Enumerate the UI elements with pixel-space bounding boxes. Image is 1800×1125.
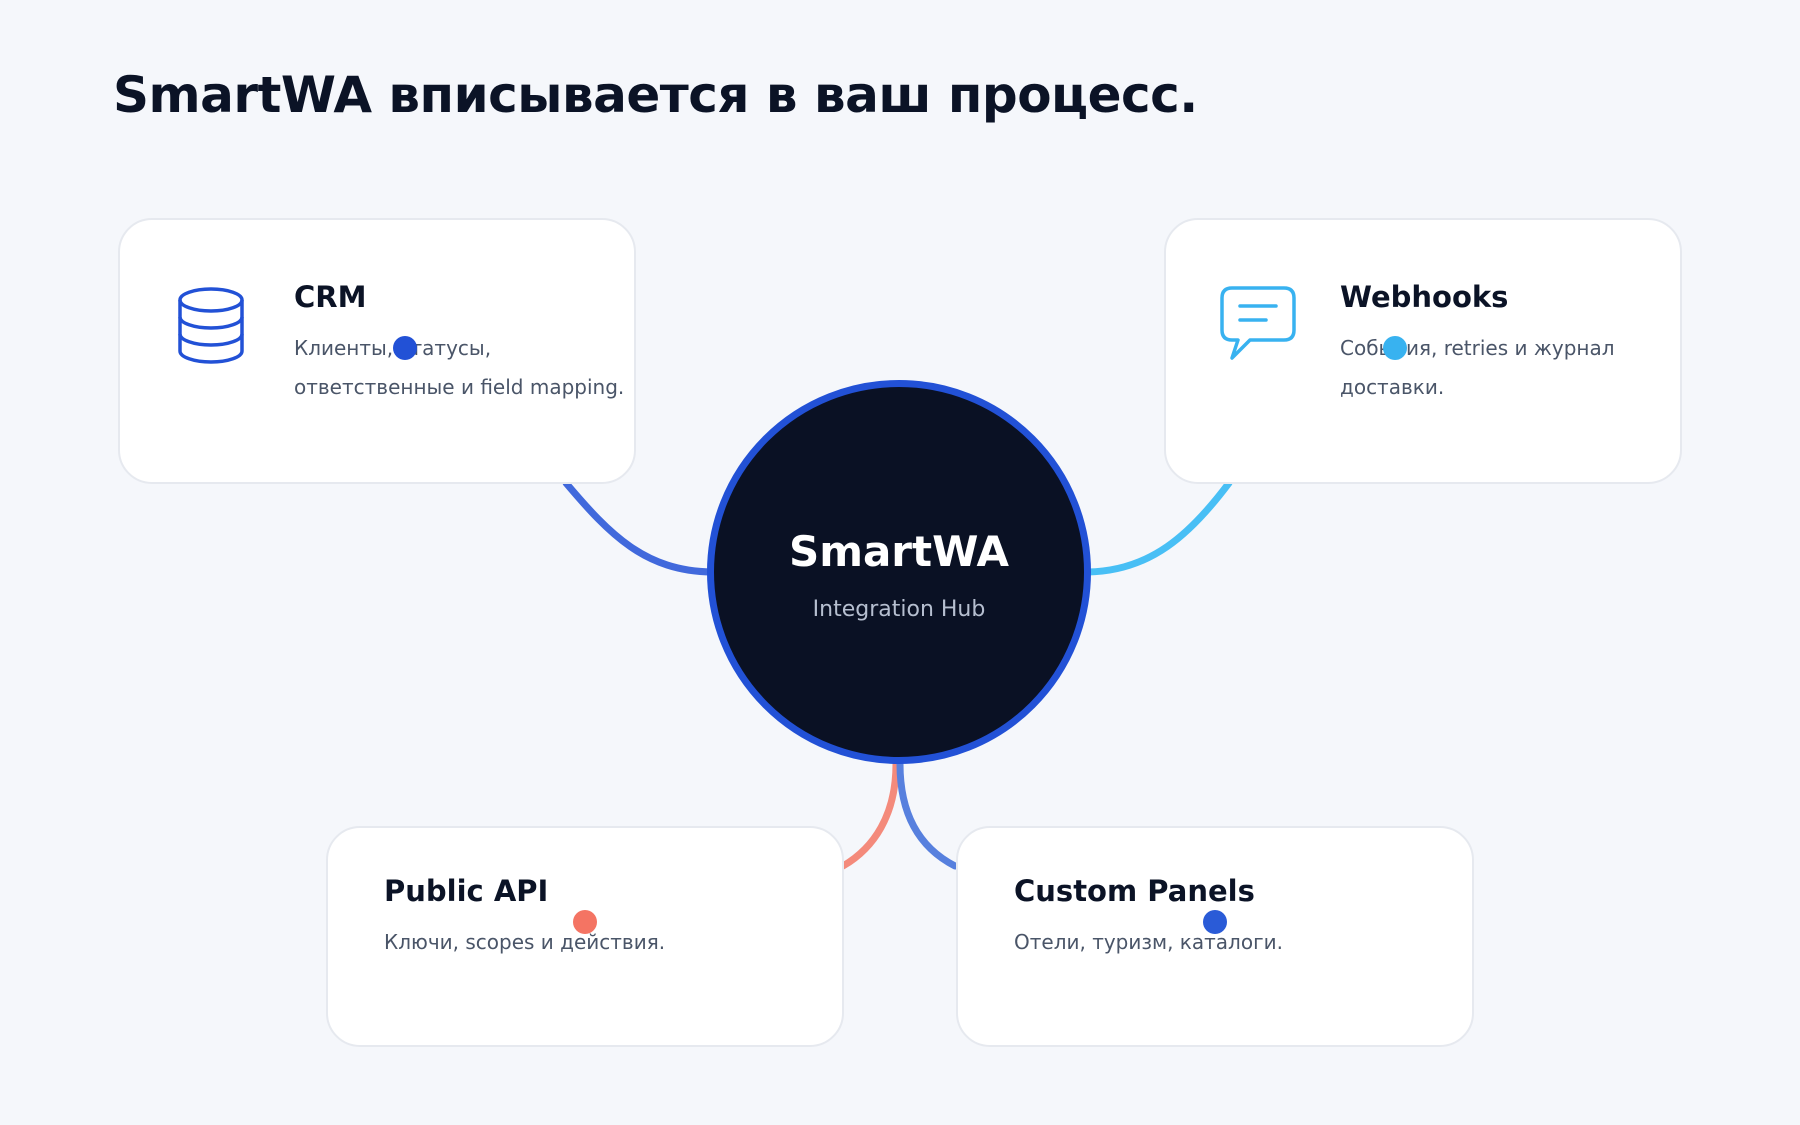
flow-dot-webhooks bbox=[1383, 336, 1407, 360]
card-title: Webhooks bbox=[1340, 280, 1509, 314]
hub-title: SmartWA bbox=[788, 527, 1010, 576]
connector-api bbox=[839, 760, 900, 870]
card-description: Ключи, scopes и действия. bbox=[384, 930, 666, 954]
flow-dot-crm bbox=[393, 336, 417, 360]
flow-dot-panels bbox=[1203, 910, 1227, 934]
chat-bubble-icon bbox=[1218, 284, 1298, 368]
database-icon bbox=[177, 286, 245, 370]
card-description: Отели, туризм, каталоги. bbox=[1014, 930, 1283, 954]
connector-panels bbox=[896, 760, 959, 870]
hub-subtitle: Integration Hub bbox=[812, 597, 986, 622]
connector-webhooks bbox=[1084, 479, 1233, 576]
card-description: Клиенты, статусы, ответственные и field … bbox=[294, 336, 625, 399]
card-title: Custom Panels bbox=[1014, 874, 1255, 908]
page-title: SmartWA вписывается в ваш процесс. bbox=[113, 66, 1198, 124]
card-title: Public API bbox=[384, 874, 549, 908]
card-crm: CRM Клиенты, статусы, ответственные и fi… bbox=[118, 218, 636, 484]
card-custom-panels: Custom Panels Отели, туризм, каталоги. bbox=[956, 826, 1474, 1047]
card-public-api: Public API Ключи, scopes и действия. bbox=[326, 826, 844, 1047]
flow-dot-api bbox=[573, 910, 597, 934]
connector-crm bbox=[562, 479, 716, 576]
card-webhooks: Webhooks События, retries и журнал доста… bbox=[1164, 218, 1682, 484]
card-title: CRM bbox=[294, 280, 367, 314]
hub-circle: SmartWA Integration Hub bbox=[707, 380, 1091, 764]
